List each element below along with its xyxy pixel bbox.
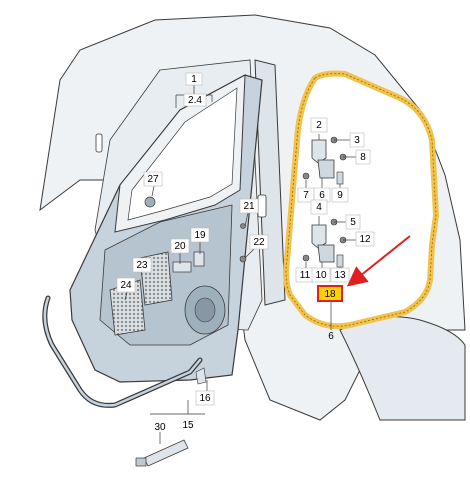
door-seal-strip [42,295,207,408]
label-22: 22 [253,237,265,248]
label-9: 9 [337,190,343,201]
label-13: 13 [334,270,346,281]
label-6a: 6 [319,190,325,201]
highlight-box-18 [317,285,343,302]
label-19: 19 [194,230,206,241]
label-20: 20 [174,241,186,252]
label-2: 2 [316,120,322,131]
label-18: 18 [324,289,336,300]
label-4: 4 [316,202,322,213]
hinge-parts [302,136,347,268]
label-7: 7 [303,190,309,201]
label-30: 30 [154,422,166,433]
label-5: 5 [350,217,356,228]
label-2-4: 2.4 [188,95,202,106]
label-1: 1 [191,74,197,85]
tube-part [135,439,189,467]
label-23: 23 [136,260,148,271]
label-16: 16 [199,393,211,404]
label-11: 11 [300,270,311,281]
highlight-arrow [346,235,411,287]
label-6b: 6 [328,331,334,342]
rear-door-seal [283,70,440,330]
label-10: 10 [315,270,327,281]
label-24: 24 [120,280,132,291]
label-21: 21 [243,201,255,212]
part-labels: 1 2.4 2 3 8 7 6 9 4 5 12 11 10 13 18 6 2… [116,72,375,433]
label-8: 8 [360,152,366,163]
label-15: 15 [182,420,194,431]
label-27: 27 [147,174,159,185]
label-3: 3 [354,135,360,146]
label-12: 12 [359,234,371,245]
